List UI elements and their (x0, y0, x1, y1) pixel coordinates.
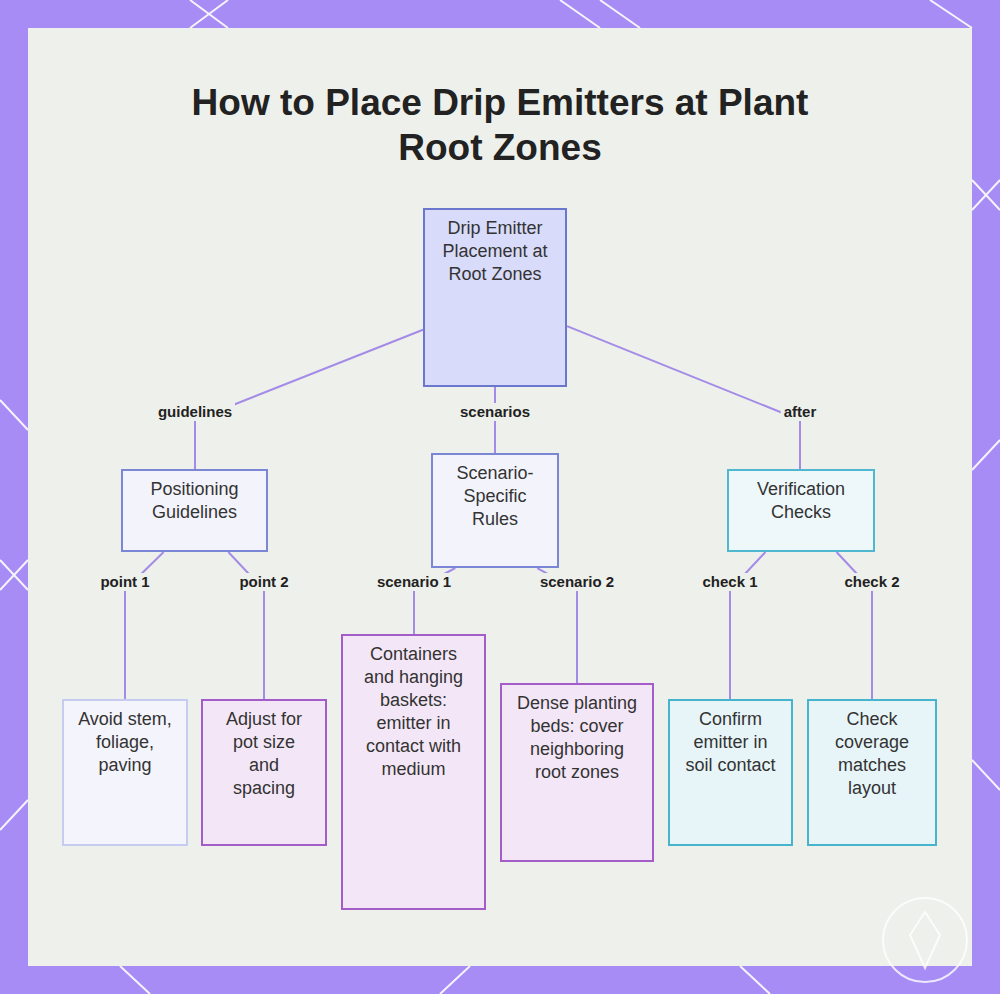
node-text: Dense planting beds: cover neighboring r… (516, 692, 638, 784)
edge-label: after (781, 403, 820, 421)
edge-label: scenarios (457, 403, 533, 421)
node-text: Containers and hanging baskets: emitter … (357, 643, 470, 781)
edge-label: scenario 2 (537, 573, 617, 591)
edge-label: check 1 (699, 573, 760, 591)
detail-box: Adjust for pot size and spacing (201, 699, 327, 846)
node-text: Avoid stem, foliage, paving (78, 708, 172, 777)
node-text: Adjust for pot size and spacing (217, 708, 311, 800)
node-text: Check coverage matches layout (823, 708, 921, 800)
root-box: Drip Emitter Placement at Root Zones (423, 208, 567, 387)
edge-label: guidelines (155, 403, 235, 421)
detail-box: Check coverage matches layout (807, 699, 937, 846)
node-text: Scenario-Specific Rules (439, 462, 551, 531)
node-text: Verification Checks (735, 478, 867, 524)
detail-box: Avoid stem, foliage, paving (62, 699, 188, 846)
connector-line (567, 326, 800, 469)
edge-label: scenario 1 (374, 573, 454, 591)
edge-label: check 2 (841, 573, 902, 591)
node-text: Confirm emitter in soil contact (684, 708, 777, 777)
edge-label: point 1 (97, 573, 152, 591)
connector-line (195, 330, 423, 469)
detail-box: Containers and hanging baskets: emitter … (341, 634, 486, 910)
node-text: Positioning Guidelines (129, 478, 260, 524)
category-box: Positioning Guidelines (121, 469, 268, 552)
category-box: Scenario-Specific Rules (431, 453, 559, 568)
detail-box: Confirm emitter in soil contact (668, 699, 793, 846)
node-text: Drip Emitter Placement at Root Zones (431, 217, 559, 286)
edge-label: point 2 (236, 573, 291, 591)
diagram-title: How to Place Drip Emitters at Plant Root… (150, 80, 850, 170)
detail-box: Dense planting beds: cover neighboring r… (500, 683, 654, 862)
category-box: Verification Checks (727, 469, 875, 552)
